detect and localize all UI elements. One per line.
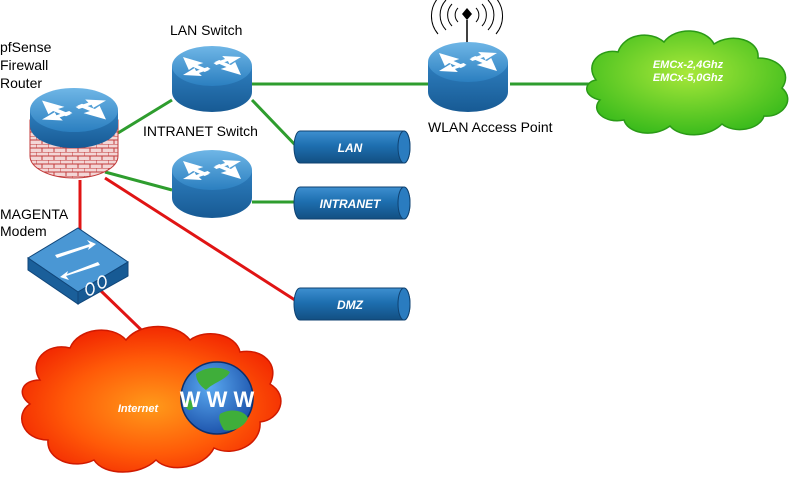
segment-pipe-intranet: INTRANET	[293, 186, 411, 220]
router-label-line-1: pfSense	[0, 39, 52, 55]
wifi-ssid-line-2: EMCx-5,0Ghz	[653, 72, 724, 84]
link-router-dmz	[104, 176, 299, 304]
lan-switch-icon	[172, 46, 252, 112]
link-router-lan-switch	[117, 98, 173, 135]
globe-www-text: W W W	[180, 387, 255, 412]
segment-pipe-dmz: DMZ	[293, 287, 411, 321]
link-router-intranet-switch	[104, 170, 173, 192]
globe-icon: W W W	[180, 361, 255, 435]
modem-label-line-2: Modem	[0, 223, 47, 239]
router-label-line-3: Router	[0, 75, 42, 91]
wlan-ap-label: WLAN Access Point	[428, 119, 553, 135]
firewall-router-icon	[29, 88, 119, 179]
modem-label-line-1: MAGENTA	[0, 206, 69, 222]
wifi-ssid-line-1: EMCx-2,4Ghz	[653, 59, 724, 71]
wireless-router-icon	[428, 0, 508, 112]
intranet-switch-icon	[172, 150, 252, 218]
segment-label-dmz: DMZ	[337, 298, 364, 312]
segment-label-intranet: INTRANET	[320, 197, 382, 211]
segment-pipe-lan: LAN	[293, 130, 411, 164]
router-label-line-2: Firewall	[0, 57, 48, 73]
modem-icon	[27, 227, 129, 305]
internet-label: Internet	[118, 403, 160, 415]
lan-switch-label: LAN Switch	[170, 22, 242, 38]
segment-label-lan: LAN	[338, 141, 363, 155]
link-lan-switch-lan-pipe	[250, 98, 302, 152]
wifi-cloud: EMCx-2,4Ghz EMCx-5,0Ghz	[586, 30, 789, 136]
intranet-switch-label: INTRANET Switch	[143, 123, 258, 139]
